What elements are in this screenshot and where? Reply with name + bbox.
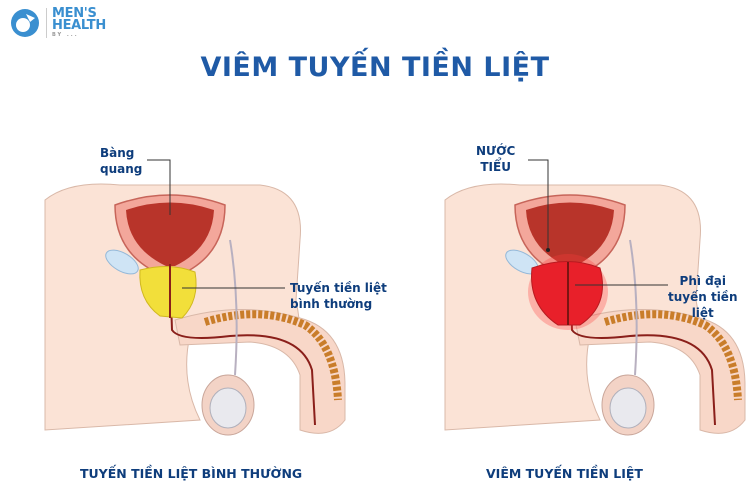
urine-pointer [528, 159, 549, 250]
logo-tagline: BY ... [52, 32, 79, 38]
logo-line2: HEALTH [52, 18, 106, 33]
inflamed-prostate-illustration [445, 159, 745, 435]
inflamed-caption: VIÊM TUYẾN TIỀN LIỆT [486, 466, 643, 481]
normal-prostate-illustration [45, 159, 345, 435]
page-title: VIÊM TUYẾN TIỀN LIỆT [200, 52, 550, 83]
logo-icon [11, 9, 39, 37]
enlarged-prostate-label: Phì đại tuyến tiền liệt [668, 274, 738, 320]
mens-health-logo: MEN'S HEALTH BY ... [10, 6, 106, 38]
bladder-pointer [147, 159, 171, 215]
urine-label: NƯỚC TIỂU [476, 144, 516, 174]
bladder-label: Bàng quang [100, 146, 143, 176]
logo-line1: MEN'S [52, 6, 97, 21]
normal-prostate-label: Tuyến tiền liệt bình thường [290, 281, 387, 311]
normal-caption: TUYẾN TIỀN LIỆT BÌNH THƯỜNG [80, 466, 303, 481]
